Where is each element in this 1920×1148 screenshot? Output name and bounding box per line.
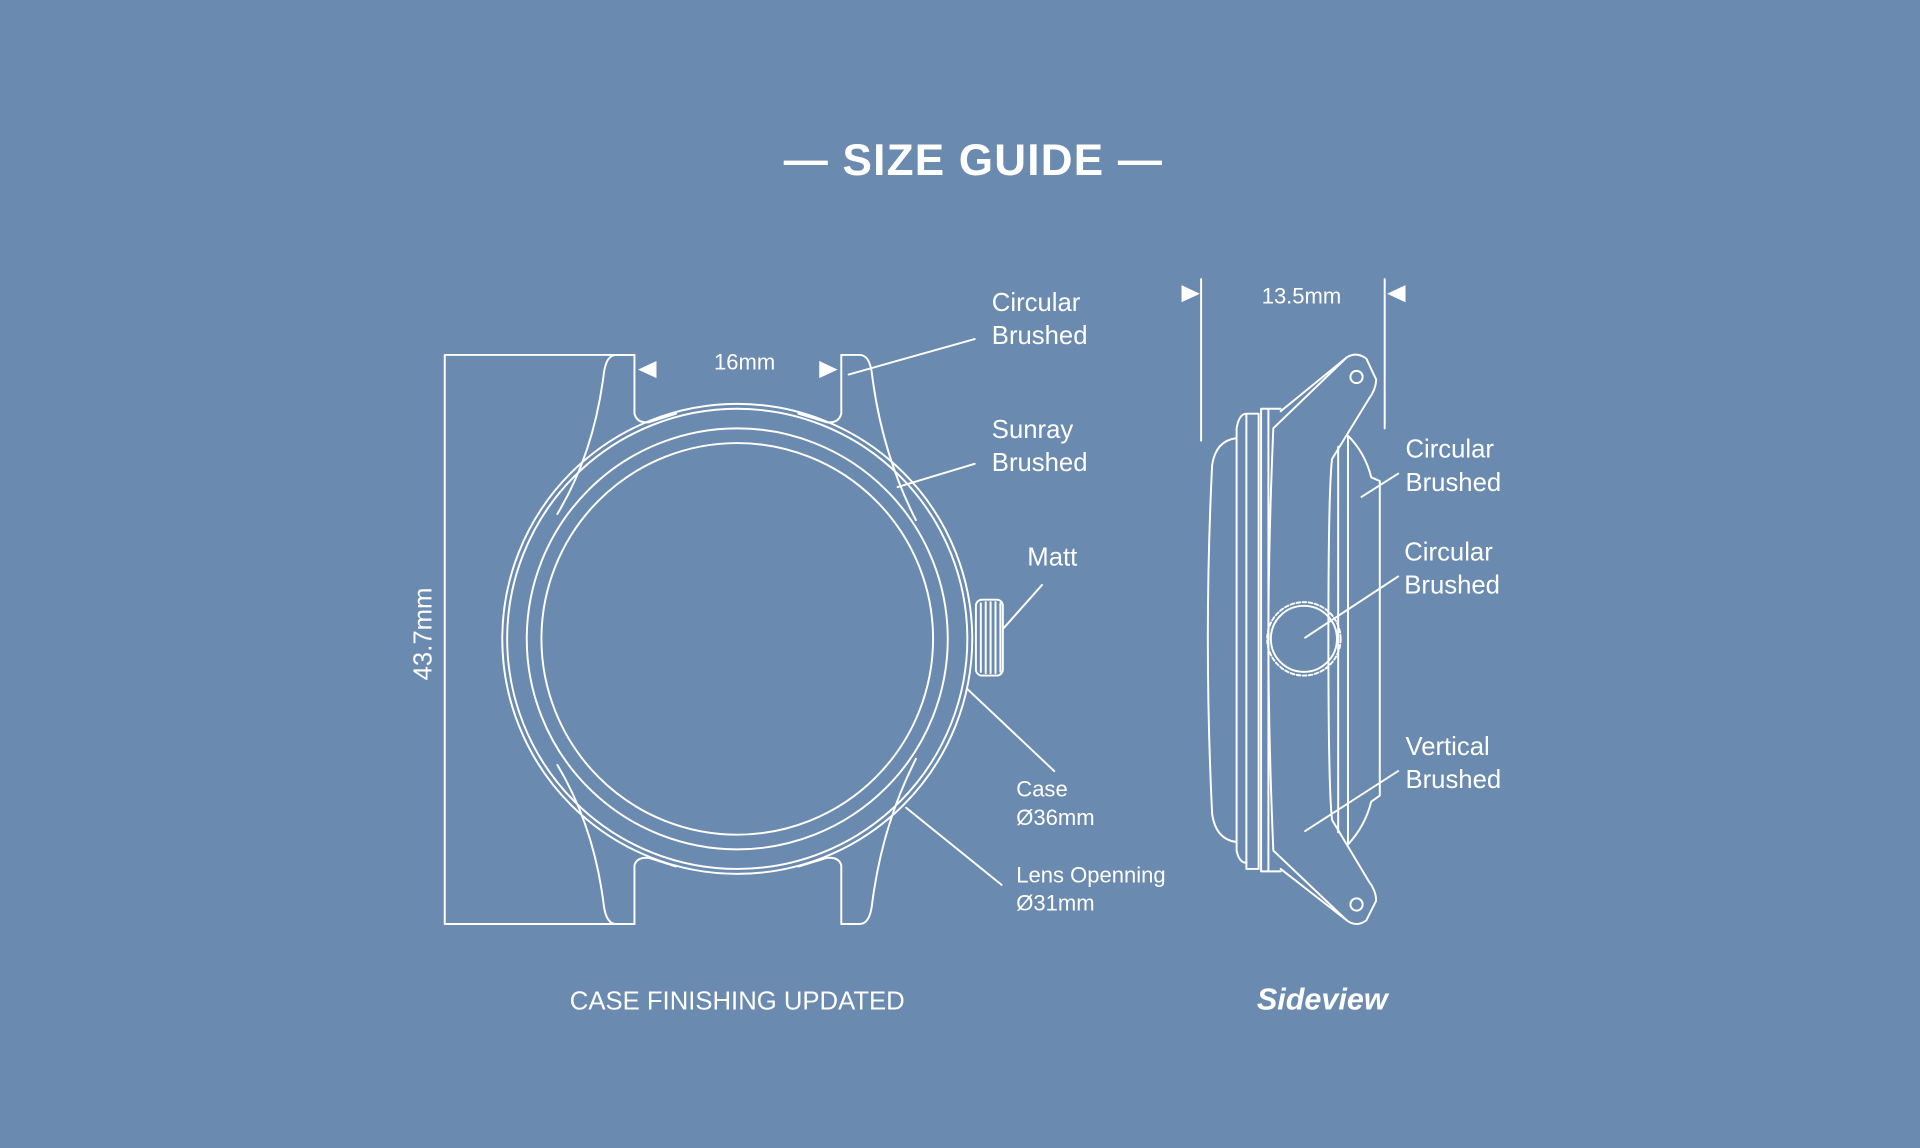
case-body [1267,353,1378,926]
lug-finish-label-1: Circular [992,289,1081,317]
front-caption: CASE FINISHING UPDATED [570,988,905,1016]
crystal [1206,437,1238,844]
caseback [1346,434,1381,846]
caseback-finish-label-2: Brushed [1405,469,1501,497]
bezel-finish-label-2: Brushed [992,449,1088,477]
case-outer-ring [501,402,974,875]
side-caption: Sideview [1257,983,1390,1017]
case-diameter-label-1: Case [1016,777,1067,802]
bottom-left-lug [556,763,636,926]
crown [974,598,1004,677]
lens-label-2: Ø31mm [1016,891,1094,916]
lug-width-label: 16mm [714,350,775,375]
thickness-label: 13.5mm [1262,284,1342,309]
arrow-right-icon [1181,285,1200,303]
crown [1266,601,1342,677]
top-left-lug [556,353,636,516]
crown-finish-label-2: Brushed [1404,572,1500,600]
front-view-drawing: 43.7mm 16mm Circular Brushed Sunray Brus… [409,289,1165,1016]
side-finish-label-2: Brushed [1405,766,1501,794]
height-dimension-bracket [443,353,636,926]
top-left-lug-inner [633,353,678,424]
arrow-left-icon [638,361,657,379]
side-finish-label-1: Vertical [1405,733,1489,761]
crown-finish-label: Matt [1027,543,1077,571]
top-right-lug [840,353,917,522]
crown-finish-label-1: Circular [1404,539,1493,567]
lens-label-1: Lens Openning [1016,862,1165,887]
height-dimension-label: 43.7mm [409,588,437,681]
arrow-right-icon [819,361,838,379]
case-diameter-label-2: Ø36mm [1016,805,1094,830]
side-view-drawing: 13.5mm Circular Brushed Circular Brushed… [1181,278,1501,1017]
page-title: — SIZE GUIDE — [784,136,1163,185]
bottom-right-lug [840,757,917,926]
arrow-left-icon [1387,285,1406,303]
bezel-finish-label-1: Sunray [992,416,1074,444]
lug-finish-label-2: Brushed [992,322,1088,350]
lens-opening [540,442,935,836]
bezel-ring [525,427,949,851]
caseback-finish-label-1: Circular [1405,436,1494,464]
